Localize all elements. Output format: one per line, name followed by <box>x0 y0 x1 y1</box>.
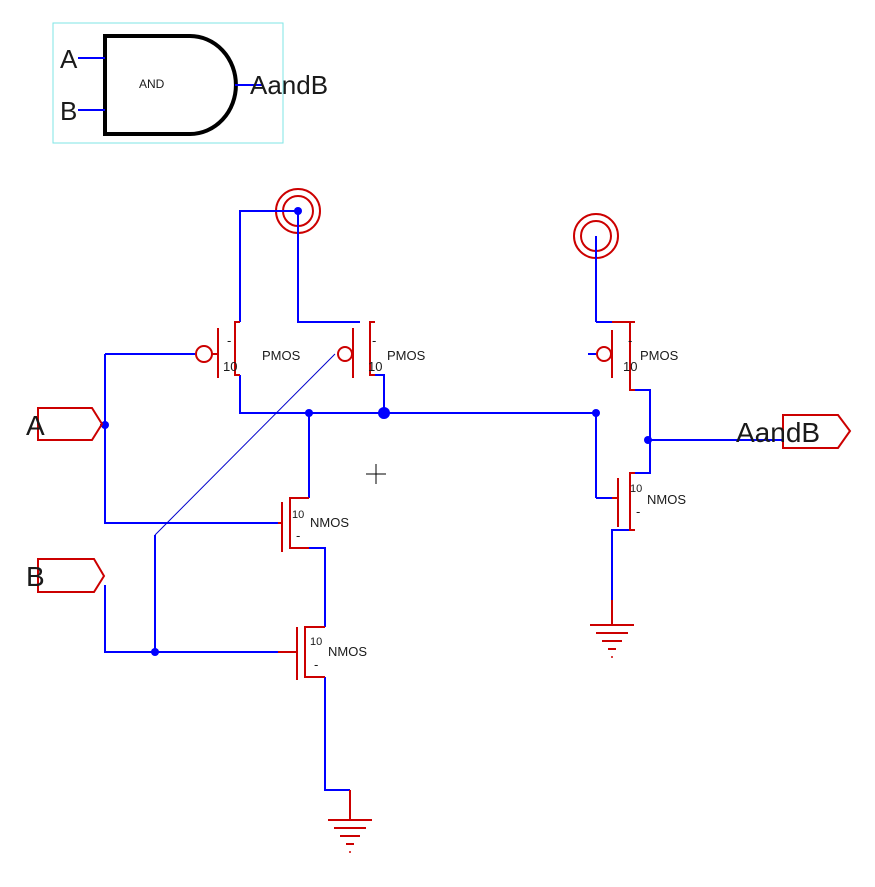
input-pin-b[interactable]: B <box>26 558 106 593</box>
nmos-2-type: NMOS <box>328 644 367 659</box>
pmos-transistor-1[interactable]: - 10 PMOS <box>195 321 301 378</box>
pmos-1-type: PMOS <box>262 348 301 363</box>
nmos-2-width: 10 <box>310 636 322 648</box>
nmos-transistor-1[interactable]: 10 NMOS - <box>278 497 349 552</box>
gate-label: AND <box>139 77 165 91</box>
pmos-1-width: 10 <box>223 359 237 374</box>
nmos-3-type: NMOS <box>647 492 686 507</box>
symbol-output-label: AandB <box>250 70 328 100</box>
nmos-transistor-3[interactable]: 10 NMOS - <box>612 472 686 531</box>
pin-icon <box>782 414 852 449</box>
symbol-input-b-label: B <box>60 96 77 126</box>
nmos-3-width: 10 <box>630 483 642 495</box>
output-pin-aandb[interactable]: AandB <box>736 414 852 449</box>
ground-icon[interactable] <box>590 600 634 658</box>
symbol-input-a-label: A <box>60 44 78 74</box>
pmos-3-width: 10 <box>623 359 637 374</box>
pin-output-label: AandB <box>736 417 820 448</box>
pin-b-label: B <box>26 561 45 592</box>
input-pin-a[interactable]: A <box>26 407 104 441</box>
symbol-selection-box <box>52 22 284 144</box>
pin-icon <box>37 407 104 441</box>
wires <box>100 210 783 791</box>
nmos-3-bulk: - <box>636 504 640 519</box>
gate-b-wire <box>154 353 336 536</box>
and-gate-icon <box>103 34 238 136</box>
ground-icon[interactable] <box>328 790 372 853</box>
nmos-1-type: NMOS <box>310 515 349 530</box>
nmos-1-bulk: - <box>296 528 300 543</box>
pmos-2-width: 10 <box>368 359 382 374</box>
pin-icon <box>37 558 106 593</box>
pmos-transistor-2[interactable]: - 10 PMOS <box>337 321 426 378</box>
pmos-3-type: PMOS <box>640 348 679 363</box>
junction-dots <box>101 207 652 656</box>
pmos-2-type: PMOS <box>387 348 426 363</box>
and-gate-symbol[interactable]: AND A B AandB <box>52 22 328 144</box>
crosshair-cursor-icon <box>366 464 386 484</box>
nmos-transistor-2[interactable]: 10 NMOS - <box>278 626 367 680</box>
pmos-3-bulk: - <box>628 333 632 348</box>
pmos-transistor-3[interactable]: - 10 PMOS <box>596 321 679 391</box>
pmos-2-bulk: - <box>372 333 376 348</box>
pin-a-label: A <box>26 410 45 441</box>
pmos-1-bulk: - <box>227 333 231 348</box>
nmos-1-width: 10 <box>292 509 304 521</box>
nmos-2-bulk: - <box>314 657 318 672</box>
